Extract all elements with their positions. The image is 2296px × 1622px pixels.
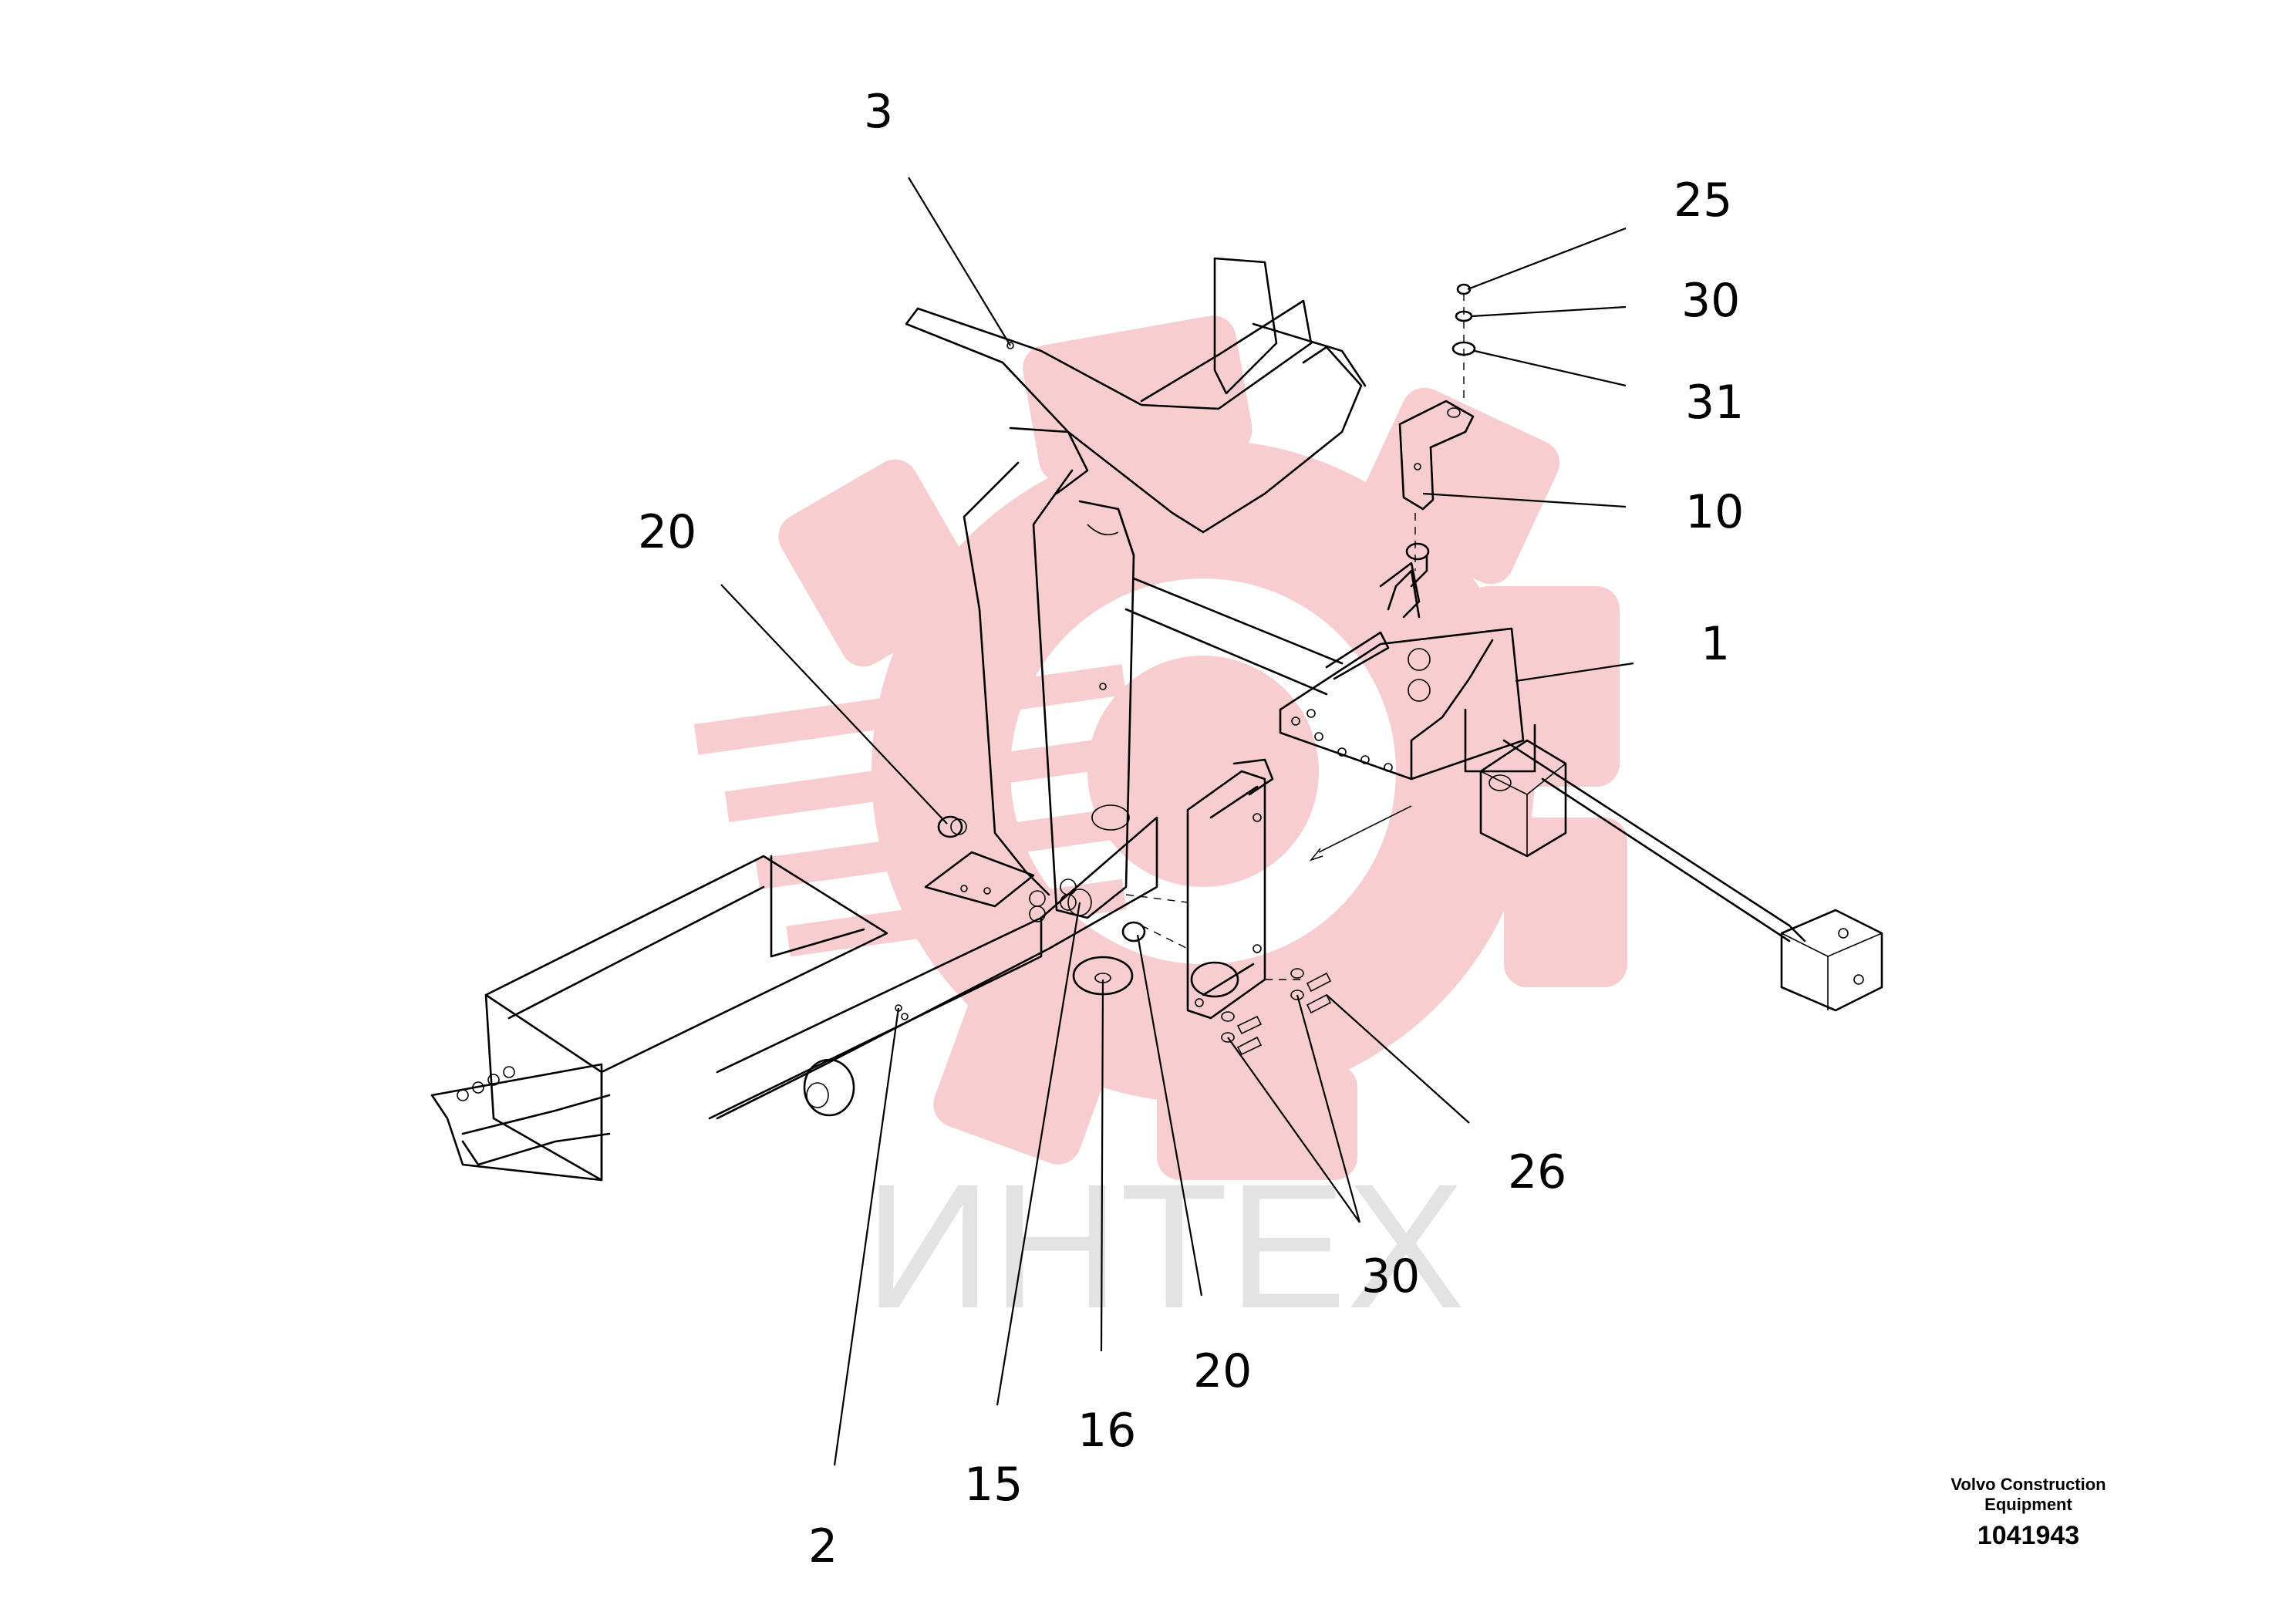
callout-26: 26 (1508, 1145, 1566, 1199)
part-10-pin (1398, 400, 1475, 571)
callout-31: 31 (1685, 376, 1744, 430)
callout-16: 16 (1077, 1404, 1136, 1458)
callout-3: 3 (864, 85, 893, 139)
part-3-bracket (905, 257, 1367, 534)
callout-15: 15 (964, 1458, 1023, 1512)
watermark-logo-icon (693, 315, 1627, 1180)
leader-lines (720, 177, 1634, 1466)
axle-shaft (1124, 577, 1883, 1012)
part-1-plate (1279, 542, 1536, 781)
callout-25: 25 (1674, 174, 1732, 228)
footer-block: Volvo Construction Equipment 1041943 (1950, 1475, 2106, 1550)
callout-20-upper: 20 (638, 505, 696, 559)
part-30-bolts (1221, 968, 1332, 1056)
company-name-line2: Equipment (1984, 1495, 2072, 1514)
callout-20-lower: 20 (1193, 1344, 1252, 1398)
callout-10: 10 (1685, 485, 1744, 539)
callout-30-lower: 30 (1361, 1249, 1420, 1303)
callout-30-upper: 30 (1681, 274, 1740, 328)
part-2-main-frame (430, 804, 1158, 1182)
part-26-plate (1125, 758, 1412, 1020)
drawing-number: 1041943 (1977, 1521, 2079, 1550)
parts-25-30-31-fasteners (1451, 283, 1476, 401)
callout-1: 1 (1701, 617, 1730, 671)
callout-2: 2 (808, 1519, 838, 1573)
watermark-text: ИНТЕХ (865, 1147, 1465, 1345)
company-name-line1: Volvo Construction (1950, 1475, 2106, 1494)
part-15-vertical-arm (963, 461, 1135, 919)
callout-labels: 3 25 30 31 10 1 20 26 30 20 16 15 2 (638, 85, 1744, 1573)
part-20-circlips (937, 815, 1146, 943)
